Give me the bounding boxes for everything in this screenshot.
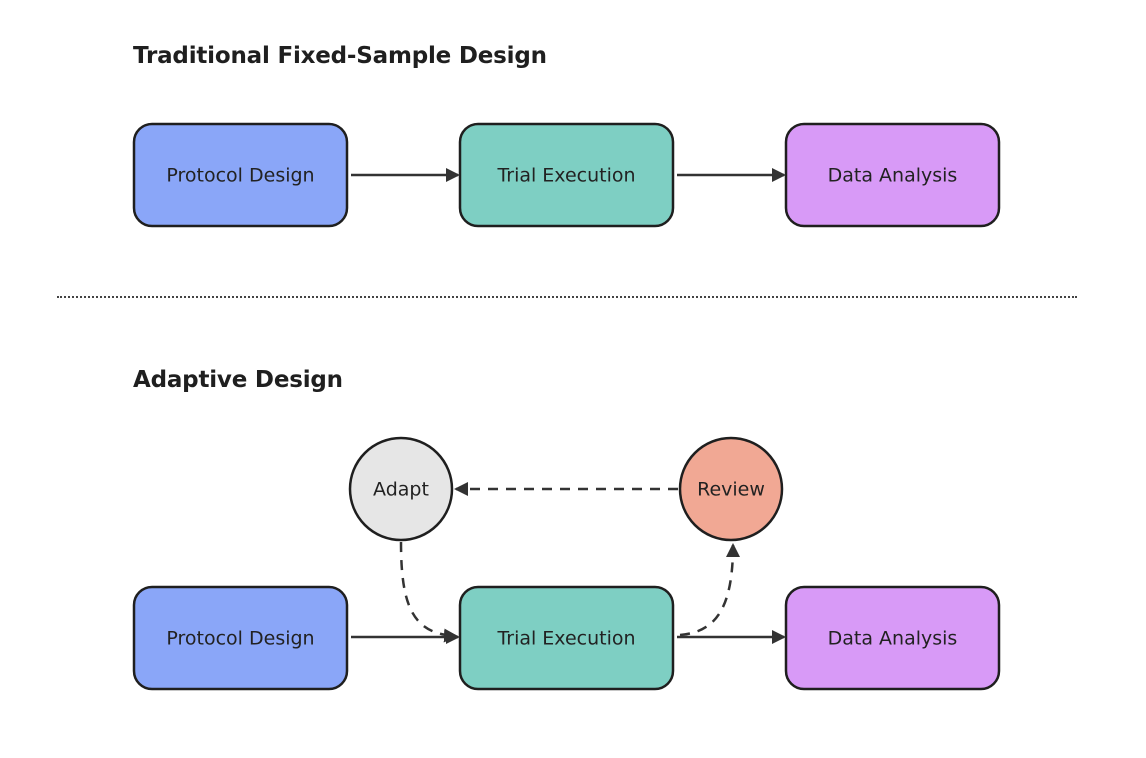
adaptive-trial-label: Trial Execution bbox=[496, 628, 635, 650]
traditional-protocol-box bbox=[132, 122, 349, 228]
adapt-circle bbox=[348, 436, 454, 542]
arrow-adapt-to-trial bbox=[399, 541, 458, 643]
review-circle bbox=[678, 436, 784, 542]
adaptive-protocol-node: Protocol Design bbox=[132, 585, 349, 691]
traditional-trial-node: Trial Execution bbox=[458, 122, 675, 228]
traditional-analysis-label: Data Analysis bbox=[828, 165, 958, 187]
review-label: Review bbox=[697, 479, 765, 501]
adaptive-analysis-label: Data Analysis bbox=[828, 628, 958, 650]
adaptive-trial-box bbox=[458, 585, 675, 691]
adaptive-analysis-node: Data Analysis bbox=[784, 585, 1001, 691]
section-divider bbox=[57, 296, 1077, 298]
adaptive-review-node: Review bbox=[678, 436, 784, 542]
traditional-trial-label: Trial Execution bbox=[496, 165, 635, 187]
traditional-analysis-box bbox=[784, 122, 1001, 228]
traditional-protocol-node: Protocol Design bbox=[132, 122, 349, 228]
adaptive-section-title: Adaptive Design bbox=[133, 367, 343, 393]
adapt-label: Adapt bbox=[373, 479, 429, 501]
adaptive-protocol-label: Protocol Design bbox=[166, 628, 314, 650]
traditional-protocol-label: Protocol Design bbox=[166, 165, 314, 187]
traditional-trial-box bbox=[458, 122, 675, 228]
traditional-analysis-node: Data Analysis bbox=[784, 122, 1001, 228]
adaptive-analysis-box bbox=[784, 585, 1001, 691]
traditional-section-title: Traditional Fixed-Sample Design bbox=[133, 43, 547, 69]
arrow-trial-to-review bbox=[679, 543, 740, 637]
adaptive-adapt-node: Adapt bbox=[348, 436, 454, 542]
adaptive-protocol-box bbox=[132, 585, 349, 691]
adaptive-trial-node: Trial Execution bbox=[458, 585, 675, 691]
